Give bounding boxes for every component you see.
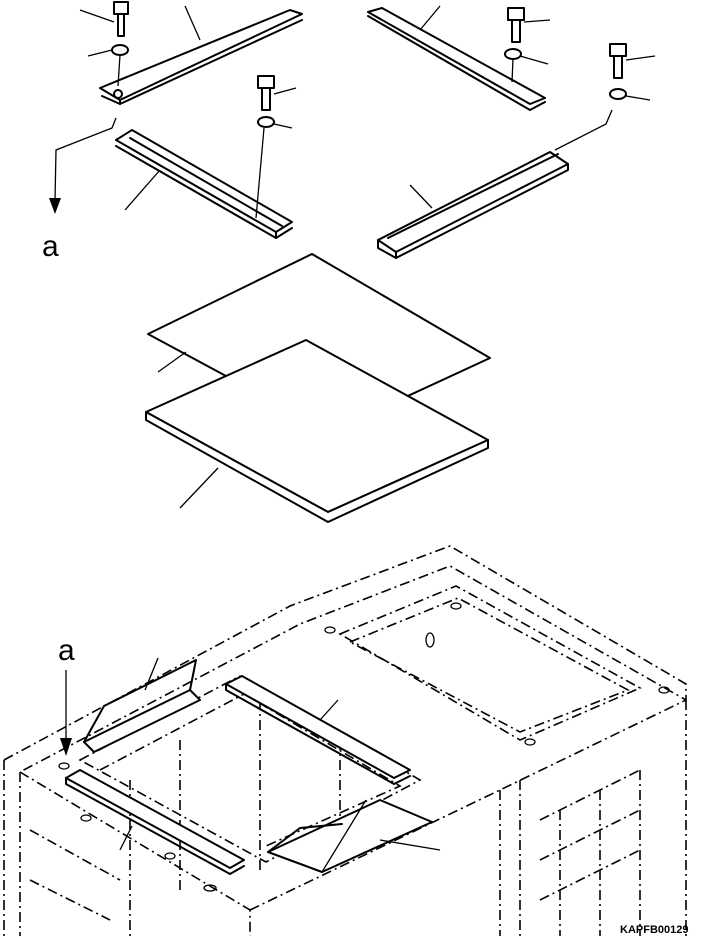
installed-bracket-left [83, 657, 201, 753]
installed-bracket-front [65, 769, 245, 875]
connector-label-bottom: a [58, 634, 75, 667]
washer-2 [504, 48, 549, 83]
washer-3 [554, 88, 651, 151]
bolt-3 [609, 43, 656, 79]
bolt-4 [257, 75, 297, 111]
bolt-2 [507, 7, 551, 43]
pad-thick [145, 339, 489, 523]
connector-arrow-bottom [60, 670, 72, 756]
drawing-code: KAPFB00129 [620, 924, 688, 936]
rail-mid-left [115, 129, 293, 239]
connector-label-top: a [42, 230, 59, 263]
rail-top-left [99, 5, 303, 105]
rail-top-right [367, 5, 546, 111]
bolt-1 [79, 1, 129, 37]
installed-bracket-right [267, 799, 441, 873]
rail-mid-right [377, 151, 569, 259]
washer-4 [255, 116, 293, 219]
washer-1 [87, 44, 129, 87]
installed-bracket-rear [225, 675, 411, 785]
connector-leader-top [49, 117, 117, 214]
